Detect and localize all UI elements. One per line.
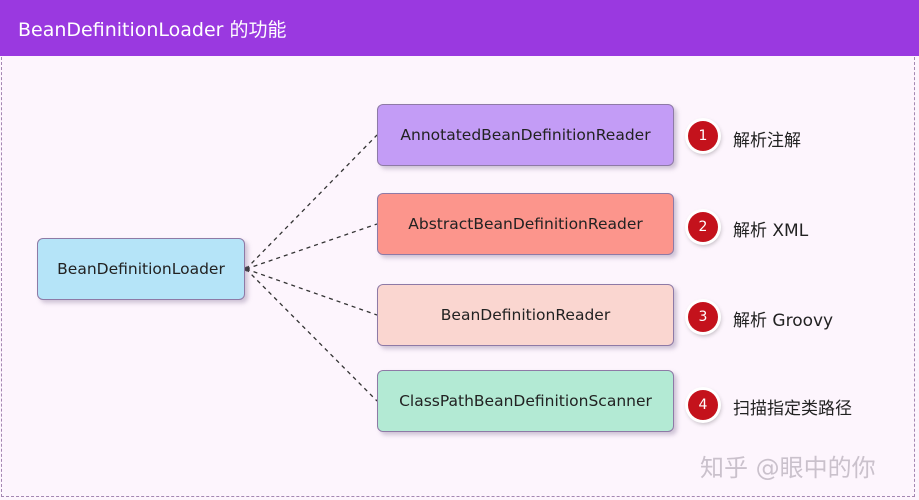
number-badge-3: 3 — [688, 302, 718, 332]
connector-line-1 — [245, 134, 378, 270]
reader-node-bean-definition-reader: BeanDefinitionReader — [377, 284, 674, 346]
diagram-canvas-border — [1, 57, 915, 497]
reader-node-label: ClassPathBeanDefinitionScanner — [399, 392, 652, 410]
number-badge-2: 2 — [688, 212, 718, 242]
number-badge-1: 1 — [688, 121, 718, 151]
feature-label-4: 扫描指定类路径 — [733, 399, 852, 419]
feature-label-2: 解析 XML — [733, 221, 809, 241]
reader-node-label: AbstractBeanDefinitionReader — [408, 215, 643, 233]
root-node-label: BeanDefinitionLoader — [57, 260, 225, 278]
connector-line-2 — [245, 223, 378, 270]
diagram-title: BeanDefinitionLoader 的功能 — [18, 18, 287, 41]
connector-line-4 — [245, 268, 378, 402]
connector-line-3 — [245, 268, 378, 316]
number-badge-4: 4 — [688, 390, 718, 420]
reader-node-abstract: AbstractBeanDefinitionReader — [377, 193, 674, 255]
connector-origin-dot — [244, 266, 250, 272]
root-node-bean-definition-loader: BeanDefinitionLoader — [37, 238, 245, 300]
feature-label-3: 解析 Groovy — [733, 311, 834, 331]
feature-label-1: 解析注解 — [733, 131, 801, 151]
reader-node-label: BeanDefinitionReader — [440, 306, 611, 324]
reader-node-label: AnnotatedBeanDefinitionReader — [400, 126, 651, 144]
reader-node-annotated: AnnotatedBeanDefinitionReader — [377, 104, 674, 166]
reader-node-classpath-scanner: ClassPathBeanDefinitionScanner — [377, 370, 674, 432]
watermark-text: 知乎 @眼中的你 — [700, 454, 876, 482]
diagram-header: BeanDefinitionLoader 的功能 — [0, 0, 919, 56]
